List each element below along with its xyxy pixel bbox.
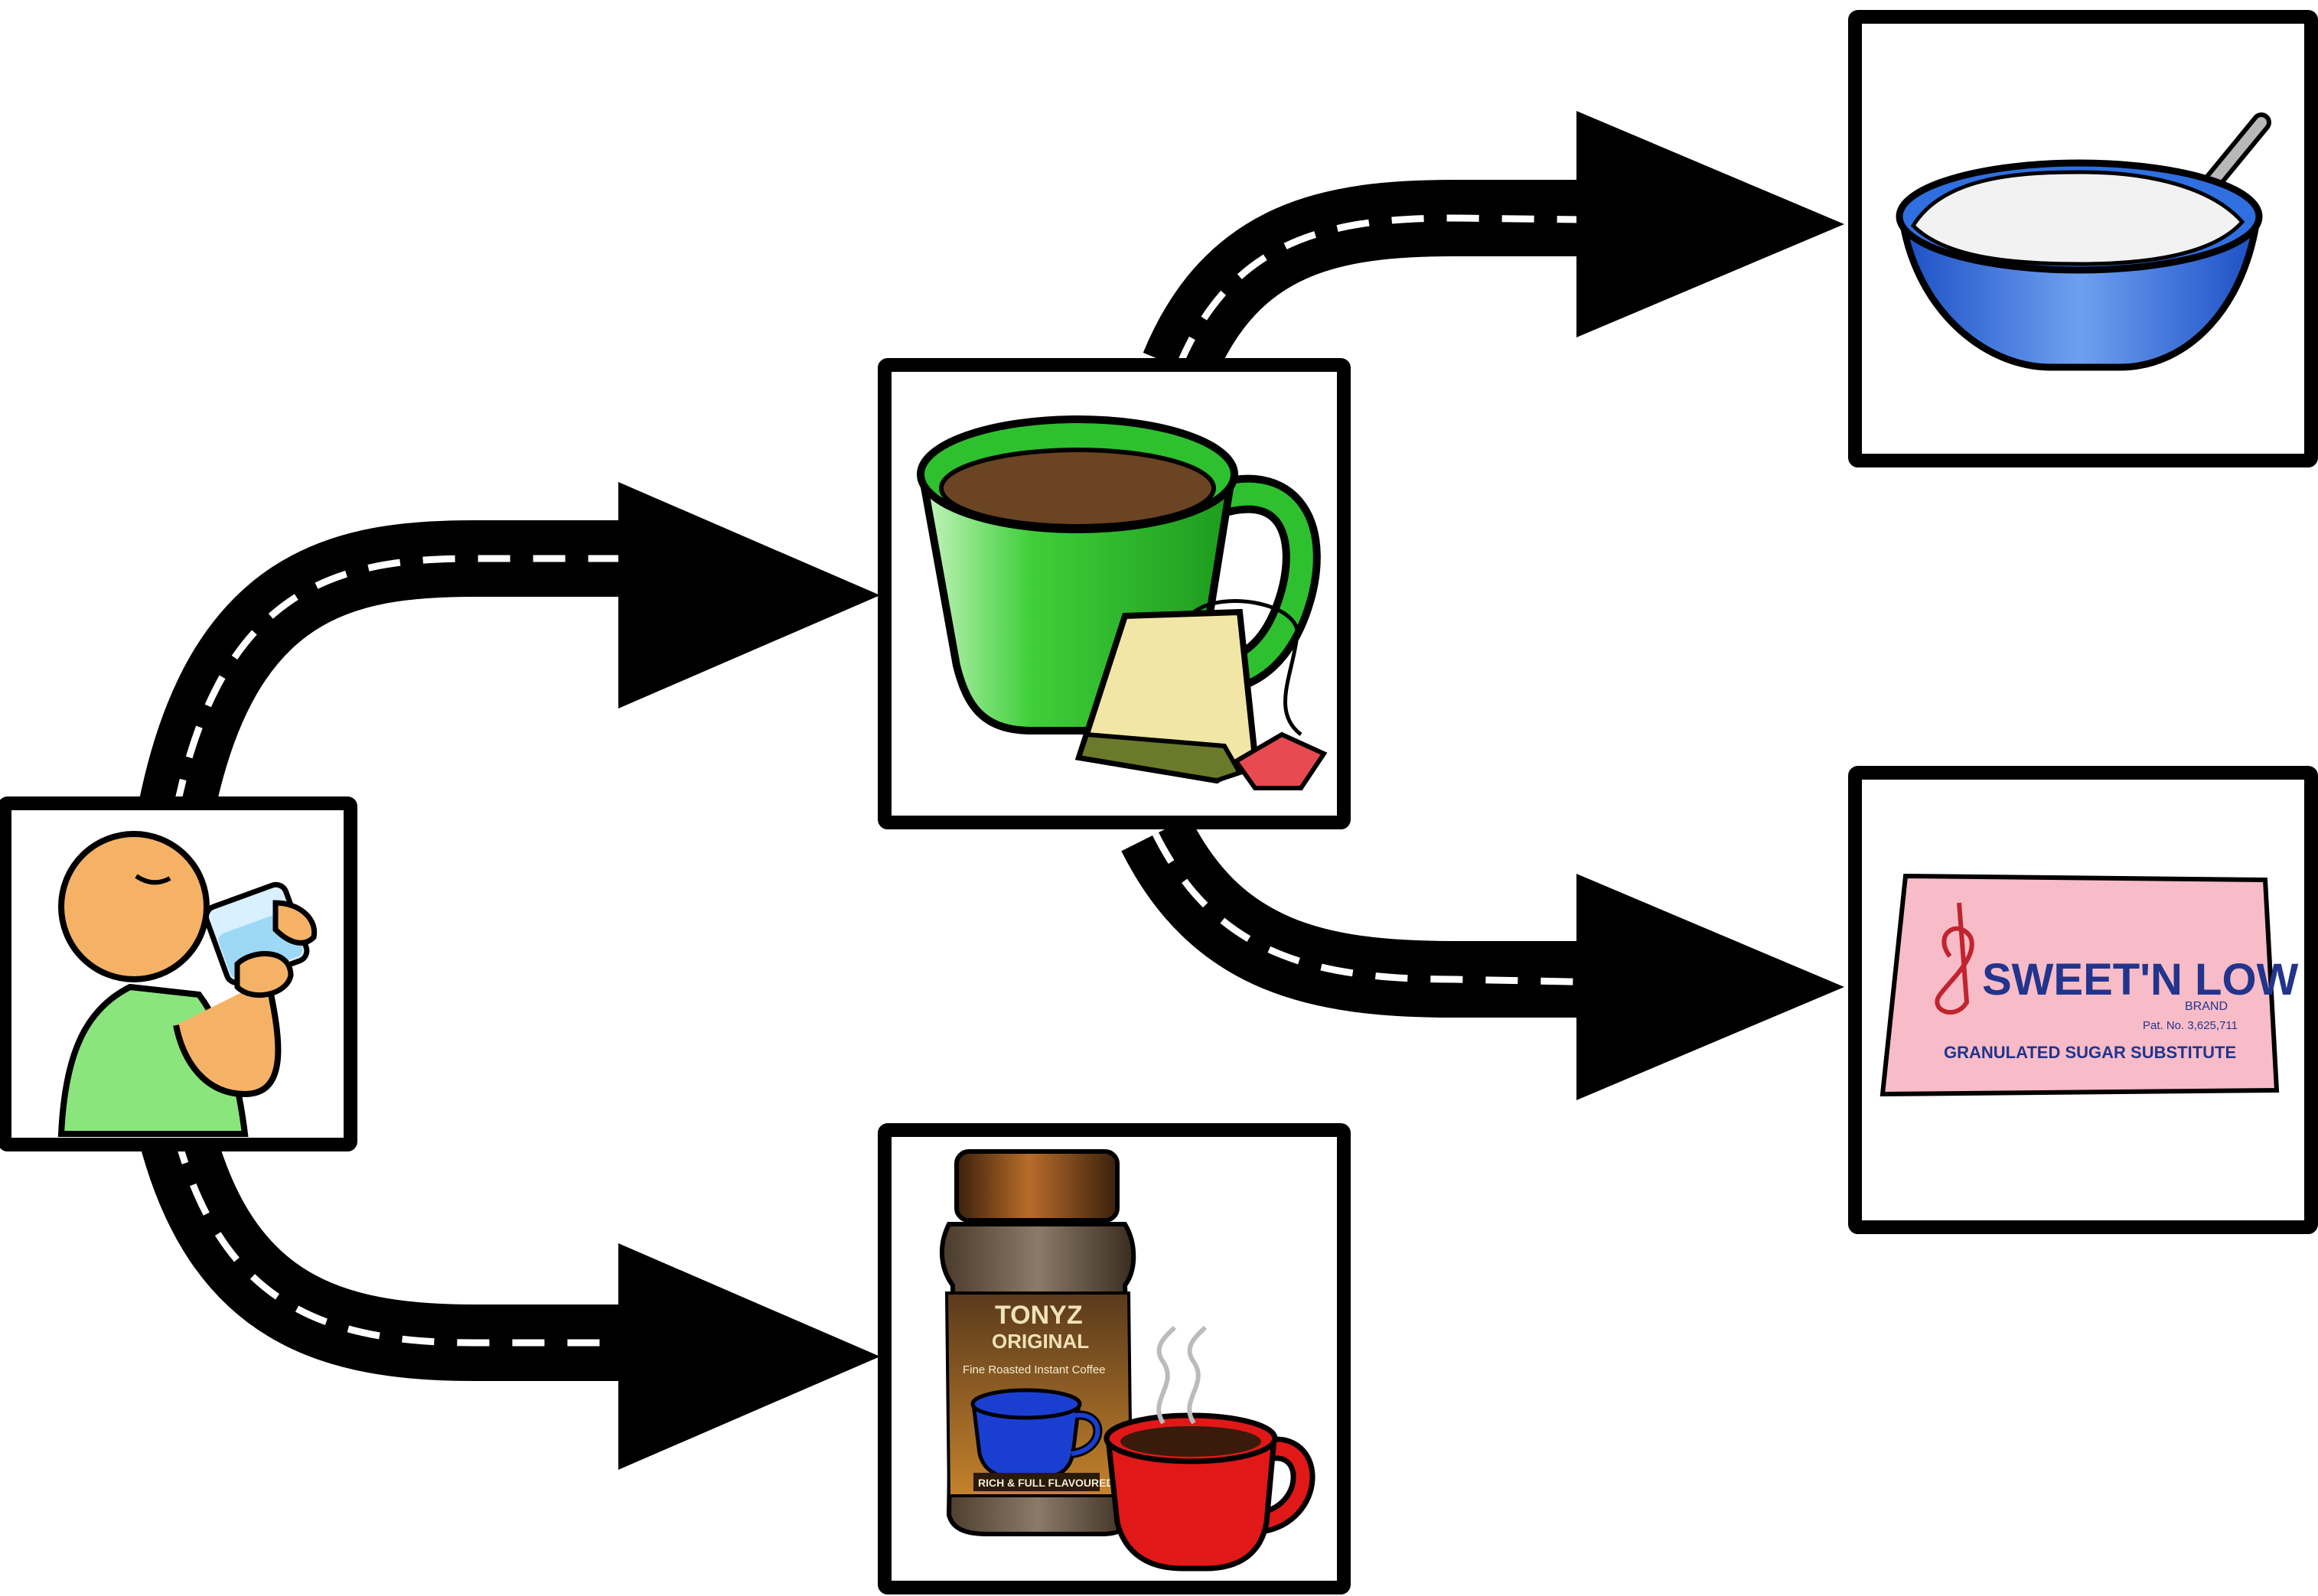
treble-clef-icon [1935,902,1974,1015]
sweetener-packet-icon: SWEET'N LOW BRAND Pat. No. 3,625,711 GRA… [1880,873,2299,1097]
sweetener-brand: SWEET'N LOW [1982,955,2299,1005]
node-coffee[interactable]: TONYZ ORIGINAL Fine Roasted Instant Coff… [878,1123,1351,1594]
arrowhead-to-sweetener [1576,874,1844,1100]
coffee-brand-line2: ORIGINAL [992,1330,1089,1353]
instant-coffee-jar-icon: TONYZ ORIGINAL Fine Roasted Instant Coff… [939,1149,1315,1572]
road-tea-to-sweetener [1121,816,1844,1100]
arrowhead-to-sugar [1576,111,1844,337]
person-drinking-icon [57,831,318,1137]
coffee-tagline: RICH & FULL FLAVOURED [978,1477,1114,1489]
node-drink[interactable] [0,796,357,1151]
sugar-bowl-icon [1896,112,2271,371]
sweetener-patent: Pat. No. 3,625,711 [2143,1019,2238,1032]
tea-cup-with-teabag-icon [917,415,1328,790]
arrowhead-to-tea [618,482,880,708]
sweetener-description: GRANULATED SUGAR SUBSTITUTE [1944,1043,2236,1062]
coffee-description: Fine Roasted Instant Coffee [963,1363,1106,1376]
node-sugar[interactable] [1848,10,2318,467]
road-drink-to-tea [138,482,880,819]
node-sweetener[interactable]: SWEET'N LOW BRAND Pat. No. 3,625,711 GRA… [1848,766,2318,1234]
road-tea-to-sugar [1143,111,1844,383]
node-tea[interactable] [878,358,1351,829]
arrowhead-to-coffee [618,1243,880,1470]
road-drink-to-coffee [139,1122,880,1470]
coffee-brand-line1: TONYZ [995,1301,1083,1330]
sweetener-sub-brand: BRAND [2185,1000,2228,1013]
